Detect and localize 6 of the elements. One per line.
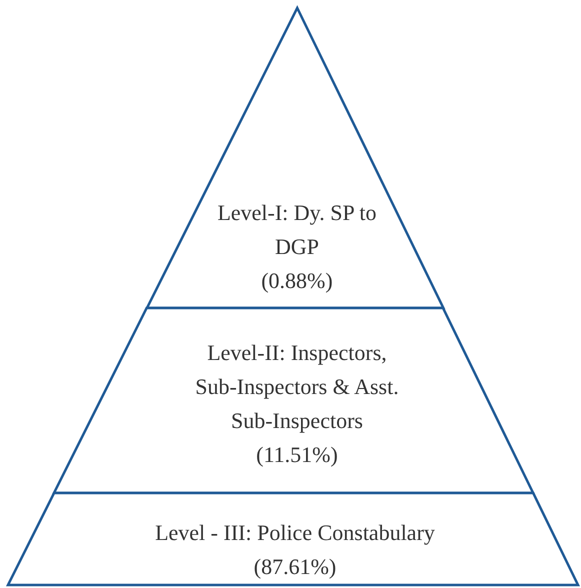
tier-label: Level-II: Inspectors, Sub-Inspectors & Asst. Sub-Inspectors [194, 339, 400, 435]
tier-label: Level - III: Police Constabulary [154, 519, 436, 547]
tier-label: Level-I: Dy. SP to DGP [216, 199, 378, 261]
percentage-label: (0.88%) [260, 267, 334, 295]
percentage-label: (11.51%) [255, 441, 339, 469]
percentage-label: (87.61%) [252, 553, 338, 581]
